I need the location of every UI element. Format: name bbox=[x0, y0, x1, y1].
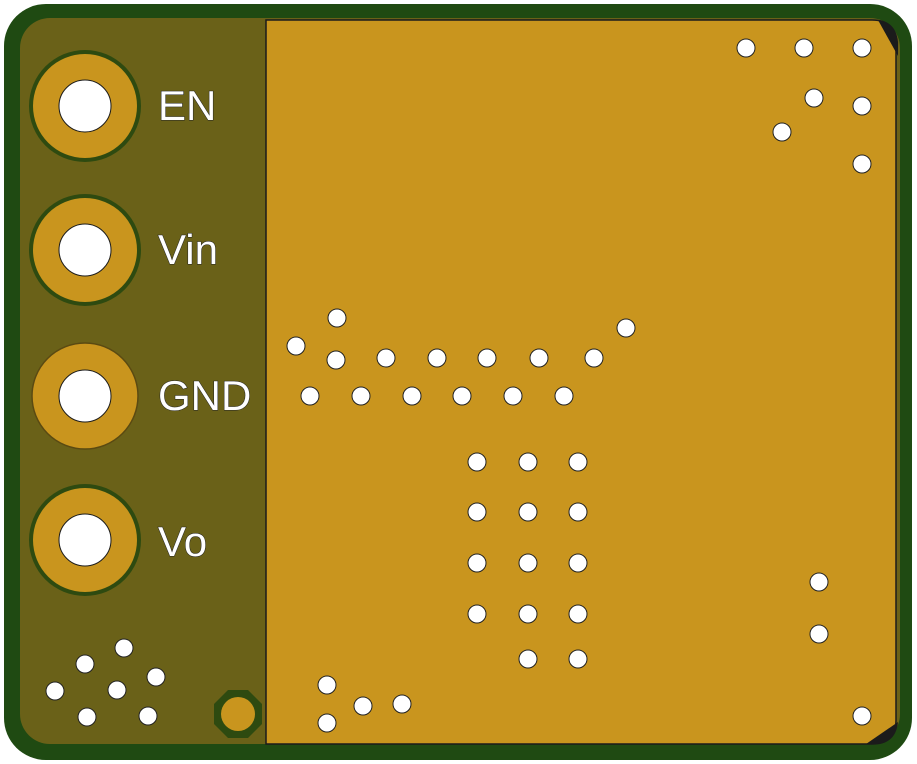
octagonal-test-pad-icon[interactable] bbox=[214, 690, 262, 738]
pin-pad-vo[interactable] bbox=[29, 484, 141, 596]
via-icon bbox=[804, 88, 824, 108]
via-icon bbox=[554, 386, 574, 406]
via-icon bbox=[452, 386, 472, 406]
via-icon bbox=[852, 96, 872, 116]
via-icon bbox=[518, 604, 538, 624]
via-icon bbox=[146, 667, 166, 687]
via-icon bbox=[427, 348, 447, 368]
via-icon bbox=[300, 386, 320, 406]
via-icon bbox=[852, 38, 872, 58]
via-icon bbox=[77, 707, 97, 727]
via-icon bbox=[467, 553, 487, 573]
copper-pour bbox=[265, 19, 897, 745]
via-icon bbox=[327, 308, 347, 328]
pin-pad-en[interactable] bbox=[29, 50, 141, 162]
pin-label-vo: Vo bbox=[158, 518, 207, 565]
via-icon bbox=[376, 348, 396, 368]
via-icon bbox=[568, 553, 588, 573]
via-icon bbox=[286, 336, 306, 356]
via-icon bbox=[326, 350, 346, 370]
via-icon bbox=[518, 452, 538, 472]
via-icon bbox=[114, 638, 134, 658]
via-icon bbox=[317, 675, 337, 695]
via-icon bbox=[467, 452, 487, 472]
via-icon bbox=[75, 654, 95, 674]
copper-corner-top-right bbox=[878, 20, 898, 56]
via-icon bbox=[809, 624, 829, 644]
via-icon bbox=[568, 604, 588, 624]
via-icon bbox=[317, 713, 337, 733]
via-layer bbox=[45, 38, 872, 733]
via-icon bbox=[402, 386, 422, 406]
via-icon bbox=[392, 694, 412, 714]
pin-pad-vin[interactable] bbox=[29, 194, 141, 306]
via-icon bbox=[503, 386, 523, 406]
via-icon bbox=[772, 122, 792, 142]
via-icon bbox=[518, 502, 538, 522]
via-icon bbox=[467, 604, 487, 624]
via-icon bbox=[584, 348, 604, 368]
via-icon bbox=[794, 38, 814, 58]
via-icon bbox=[138, 706, 158, 726]
pin-pad-gnd[interactable] bbox=[31, 342, 139, 450]
via-icon bbox=[809, 572, 829, 592]
via-icon bbox=[568, 502, 588, 522]
via-icon bbox=[568, 452, 588, 472]
via-icon bbox=[529, 348, 549, 368]
via-icon bbox=[467, 502, 487, 522]
via-icon bbox=[736, 38, 756, 58]
via-icon bbox=[568, 649, 588, 669]
via-icon bbox=[351, 386, 371, 406]
via-icon bbox=[353, 696, 373, 716]
copper-corner-bottom-right bbox=[866, 722, 898, 744]
via-icon bbox=[852, 154, 872, 174]
pin-label-gnd: GND bbox=[158, 372, 251, 419]
via-icon bbox=[477, 348, 497, 368]
via-icon bbox=[518, 553, 538, 573]
via-icon bbox=[518, 649, 538, 669]
pin-label-en: EN bbox=[158, 82, 216, 129]
via-icon bbox=[616, 318, 636, 338]
via-icon bbox=[852, 706, 872, 726]
via-icon bbox=[107, 680, 127, 700]
via-icon bbox=[45, 681, 65, 701]
pin-label-vin: Vin bbox=[158, 226, 218, 273]
